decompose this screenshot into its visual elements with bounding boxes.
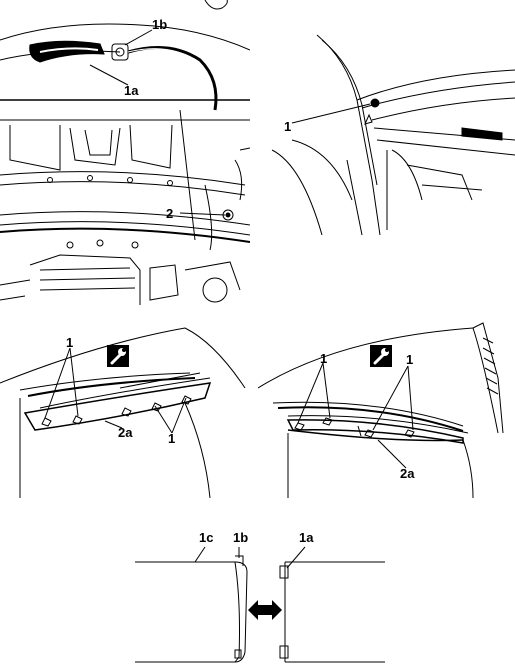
- engine-bay-illustration: [0, 0, 250, 305]
- callout-1a: 1a: [299, 530, 314, 545]
- callout-1-bottom: 1: [168, 431, 176, 446]
- callout-2: 2: [166, 206, 174, 221]
- panel-joint-detail: 1c 1b 1a: [135, 522, 385, 670]
- callout-1-right: 1: [406, 352, 414, 367]
- panel-engine-bay: 1b 1a 2: [0, 0, 250, 305]
- callout-1b: 1b: [152, 17, 168, 32]
- double-arrow-icon: [248, 600, 282, 620]
- windshield-corner-illustration: [271, 34, 515, 235]
- panel-cowl-right: 1 1 2a: [258, 318, 515, 498]
- callout-2a: 2a: [118, 425, 133, 440]
- callout-1a: 1a: [124, 83, 139, 98]
- callout-1: 1: [284, 119, 292, 134]
- callout-1b: 1b: [233, 530, 249, 545]
- panel-cowl-left: 1 1 2a: [0, 318, 250, 498]
- cowl-right-illustration: [258, 322, 504, 498]
- callout-2a: 2a: [400, 466, 415, 481]
- callout-1-left: 1: [320, 351, 328, 366]
- joint-detail-illustration: [135, 546, 385, 663]
- callout-1c: 1c: [199, 530, 214, 545]
- callout-1-top: 1: [66, 335, 74, 350]
- wrench-icon: [107, 345, 129, 367]
- cowl-left-illustration: [0, 327, 246, 498]
- wrench-icon: [370, 345, 392, 367]
- panel-windshield-corner: 1: [262, 0, 515, 235]
